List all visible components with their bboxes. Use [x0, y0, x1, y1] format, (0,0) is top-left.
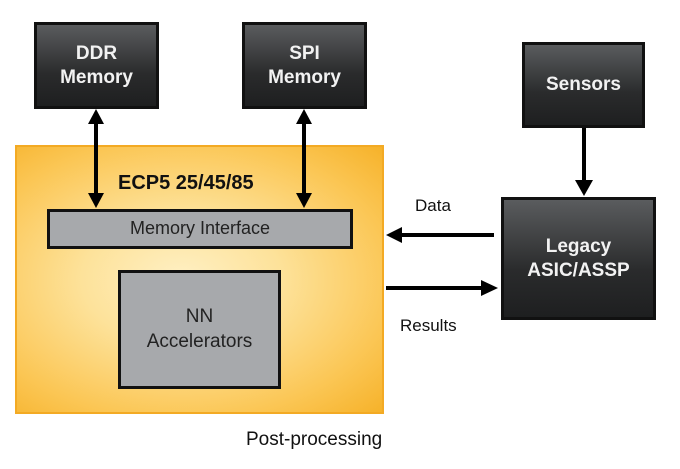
- memory-interface-block: Memory Interface: [47, 209, 353, 249]
- legacy-asic-block: Legacy ASIC/ASSP: [501, 197, 656, 320]
- caption: Post-processing: [246, 429, 383, 450]
- ddr-label-line1: DDR: [75, 42, 118, 64]
- nn-label-line2: Accelerators: [146, 330, 253, 352]
- spi-label-line2: Memory: [268, 66, 341, 88]
- ddr-memory-block: DDR Memory: [34, 22, 159, 109]
- legacy-label-line1: Legacy: [545, 235, 612, 257]
- ddr-bidirectional-arrow: [88, 109, 104, 208]
- chip-title: ECP5 25/45/85: [118, 172, 254, 194]
- spi-bidirectional-arrow: [296, 109, 312, 208]
- sensors-label: Sensors: [546, 74, 621, 96]
- nn-accelerators-block: NN Accelerators: [118, 270, 281, 389]
- results-label: Results: [400, 316, 457, 335]
- sensors-block: Sensors: [522, 42, 645, 128]
- spi-memory-block: SPI Memory: [242, 22, 367, 109]
- legacy-label-line2: ASIC/ASSP: [527, 259, 630, 281]
- memory-interface-label: Memory Interface: [129, 218, 271, 239]
- spi-label-line1: SPI: [289, 42, 320, 64]
- data-label: Data: [415, 196, 451, 215]
- data-arrow: [386, 227, 494, 243]
- results-arrow: [386, 280, 498, 296]
- ddr-label-line2: Memory: [60, 66, 133, 88]
- nn-label-line1: NN: [185, 305, 214, 327]
- sensors-to-legacy-arrow: [575, 128, 593, 196]
